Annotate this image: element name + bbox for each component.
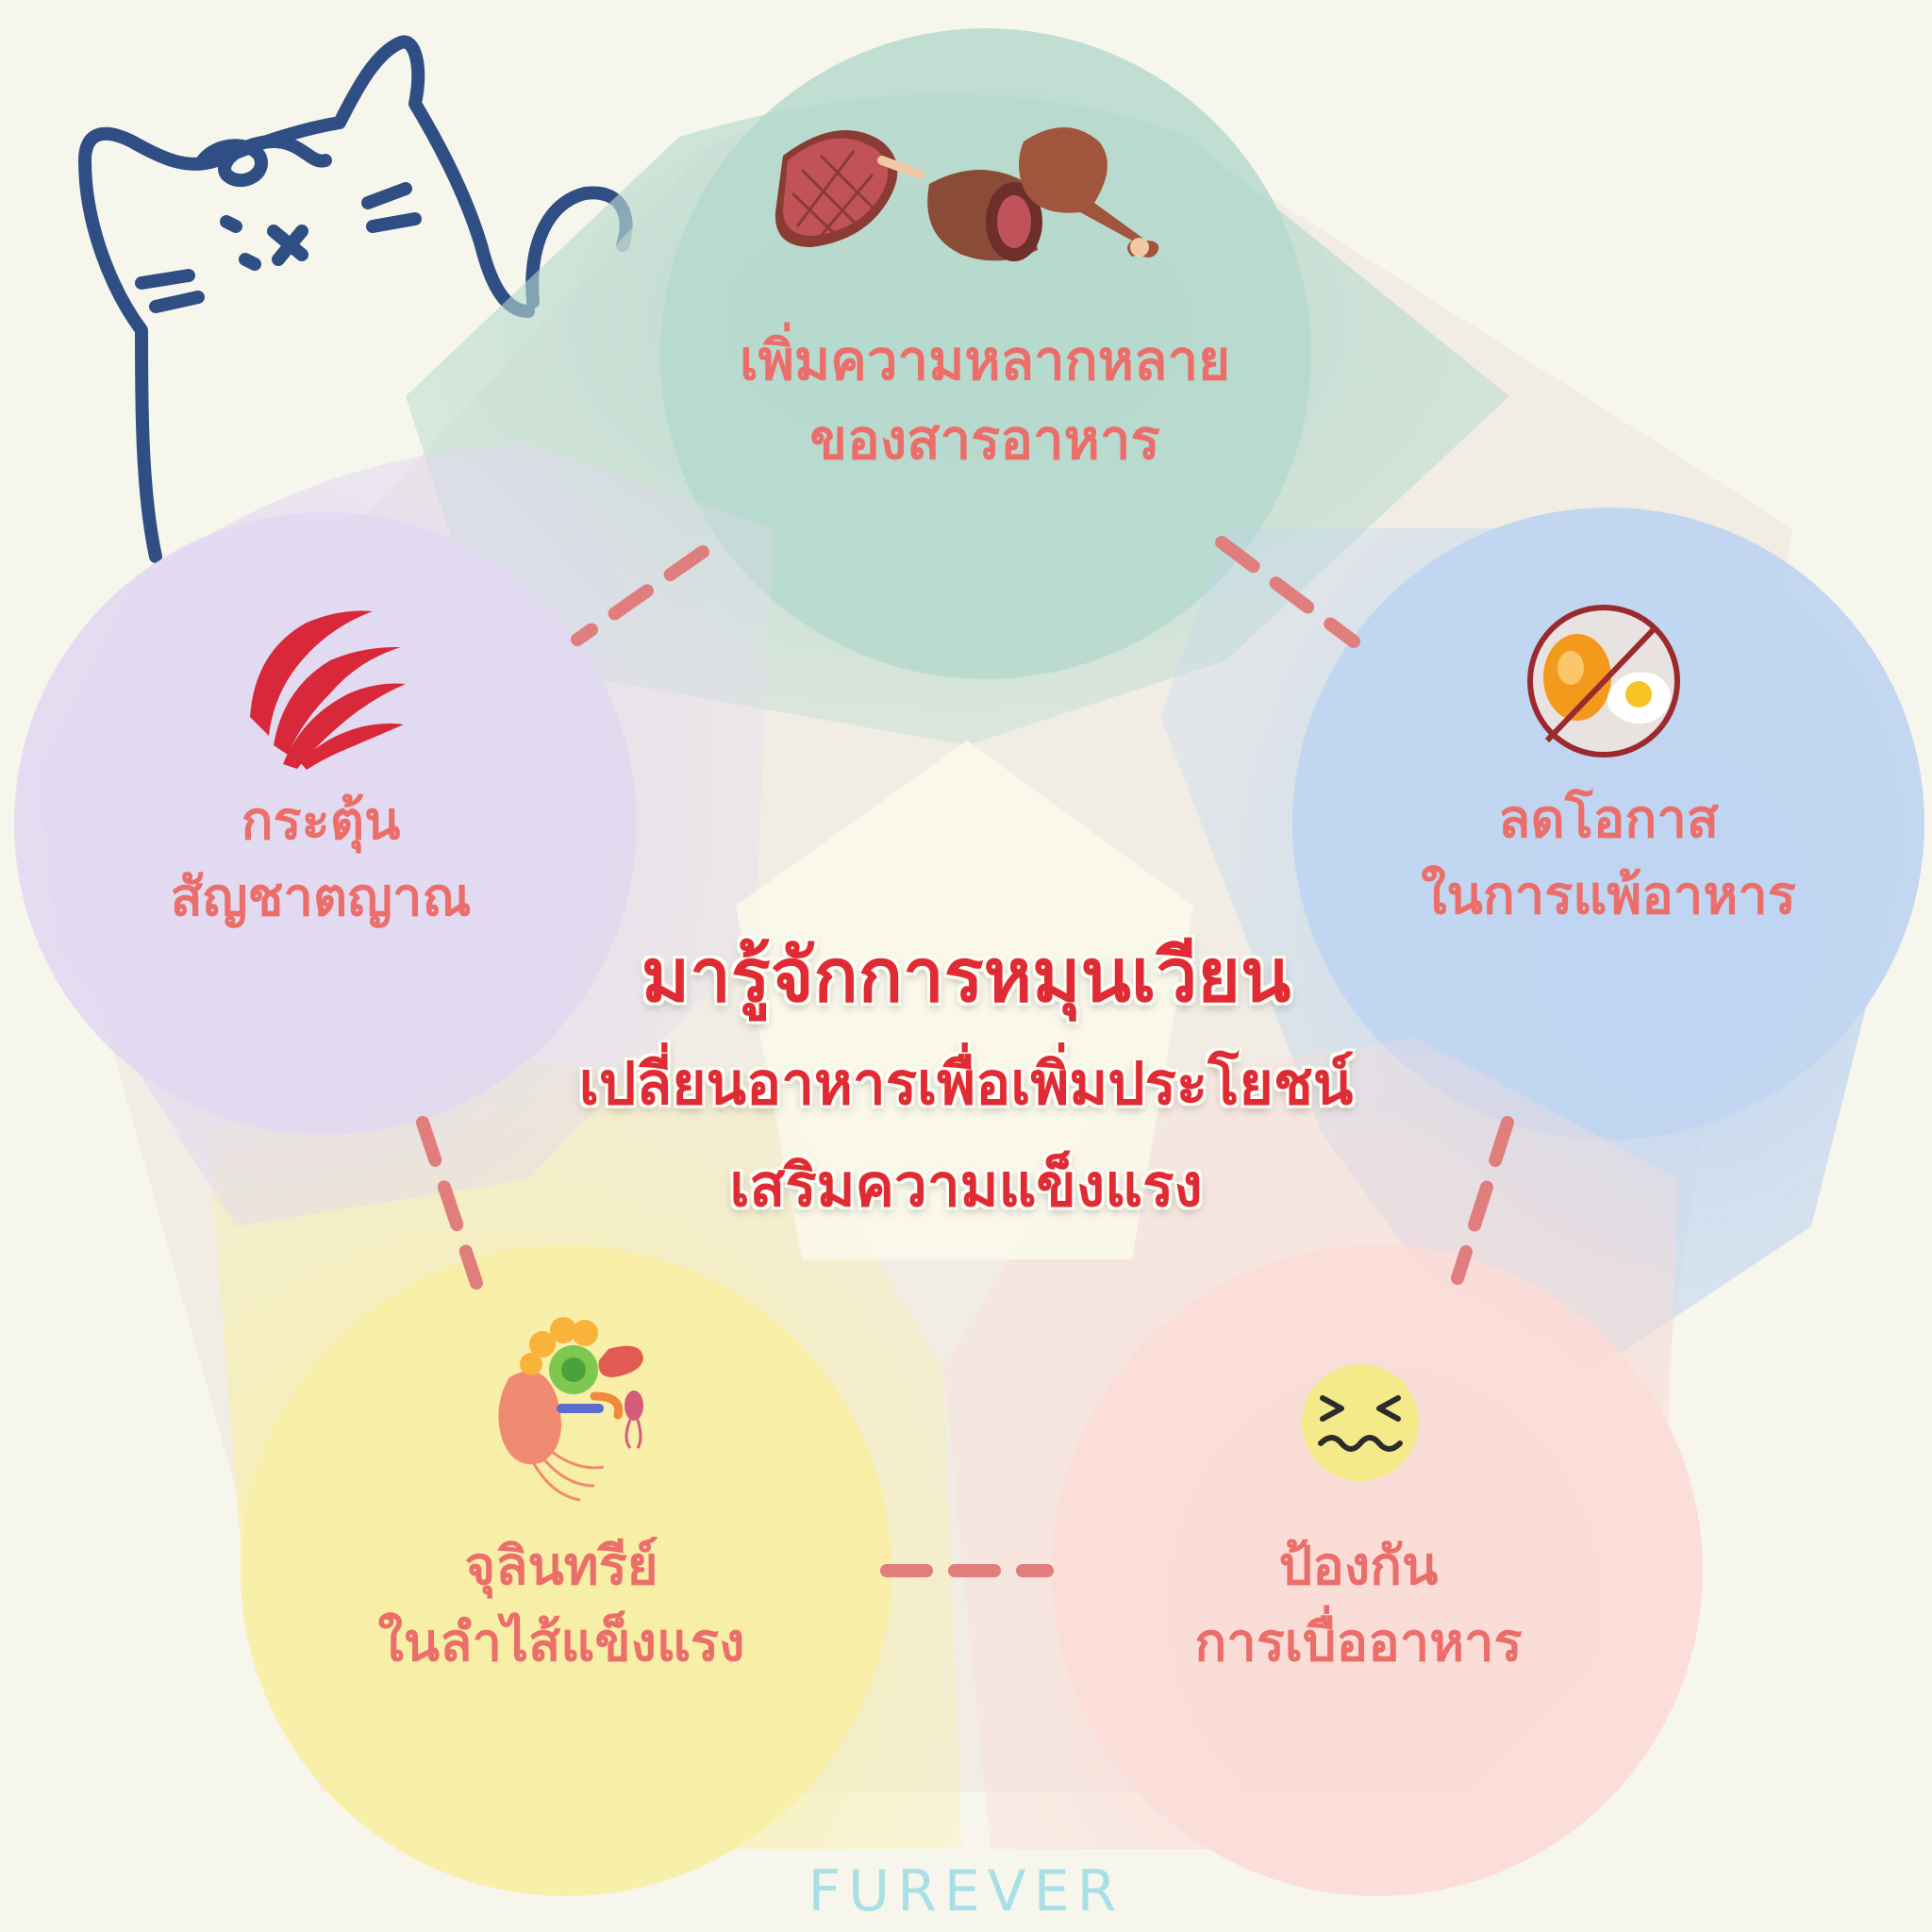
- node-bottom-left-label: จุลินทรีย์ ในลำไส้แข็งแรง: [236, 1528, 887, 1681]
- connector-left-bottom: [416, 1116, 483, 1290]
- title-line1: มารู้จักการหมุนเวียน: [641, 934, 1291, 1019]
- node-right-line2: ในการแพ้อาหาร: [1421, 865, 1796, 927]
- claw-marks-icon: [250, 610, 406, 770]
- connectors: [416, 536, 1514, 1577]
- node-left-circle: [14, 512, 637, 1135]
- meat-icon: [774, 127, 1159, 261]
- node-right-line1: ลดโอกาส: [1498, 789, 1719, 850]
- nauseous-face-icon: [1302, 1364, 1419, 1481]
- center-title: มารู้จักการหมุนเวียน เปลี่ยนอาหารเพื่อเพ…: [400, 920, 1532, 1237]
- connector-top-left: [571, 545, 709, 646]
- node-bottom-right-circle: [1052, 1245, 1703, 1896]
- title-line2: เปลี่ยนอาหารเพื่อเพิ่มประโยชน์: [578, 1049, 1354, 1118]
- cat-illustration: [78, 35, 633, 563]
- node-left-label: กระตุ้น สัญชาตญาณ: [19, 783, 623, 936]
- node-bottom-left-line1: จุลินทรีย์: [464, 1536, 658, 1597]
- node-bottom-left-line2: ในลำไส้แข็งแรง: [377, 1612, 745, 1674]
- no-egg-icon: [1527, 605, 1680, 758]
- title-line3: เสริมความแข็งแรง: [729, 1151, 1203, 1220]
- node-top-line1: เพิ่มความหลากหลาย: [739, 328, 1231, 392]
- microbes-icon: [498, 1317, 643, 1502]
- connector-top-right: [1215, 536, 1360, 648]
- center-pentagon: [736, 741, 1193, 1259]
- node-bottom-right-line2: การเบื่ออาหาร: [1194, 1612, 1523, 1674]
- node-right-label: ลดโอกาส ในการแพ้อาหาร: [1288, 781, 1929, 934]
- node-top-line2: ของสารอาหาร: [809, 408, 1160, 473]
- node-bottom-left-circle: [241, 1245, 891, 1896]
- node-left-line1: กระตุ้น: [241, 791, 401, 852]
- connector-right-bottom: [1451, 1116, 1514, 1285]
- node-left-line2: สัญชาตญาณ: [170, 867, 472, 929]
- node-bottom-right-label: ป้องกัน การเบื่ออาหาร: [1047, 1528, 1670, 1681]
- node-top-label: เพิ่มความหลากหลาย ของสารอาหาร: [636, 321, 1334, 479]
- node-right-circle: [1292, 508, 1924, 1140]
- node-bottom-right-line1: ป้องกัน: [1278, 1536, 1439, 1597]
- brand-logo: FUREVER: [808, 1858, 1124, 1924]
